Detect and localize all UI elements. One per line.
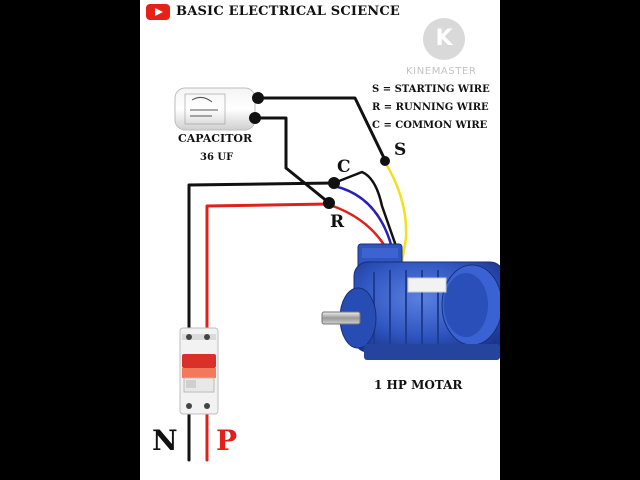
capacitor-terminal-1 (252, 92, 264, 104)
neutral-supply-wire (187, 181, 336, 462)
capacitor-rating: 36 UF (200, 152, 234, 163)
legend-running-wire: R = RUNNING WIRE (372, 102, 489, 113)
terminal-c-label: C (337, 157, 351, 177)
common-motor-wire-blue (332, 184, 394, 250)
legend-starting-wire: S = STARTING WIRE (372, 84, 490, 95)
legend-common-wire: C = COMMON WIRE (372, 120, 488, 131)
watermark-text: KINEMASTER (406, 66, 477, 77)
capacitor-to-s-wire (256, 96, 387, 162)
terminal-s-dot (380, 156, 390, 166)
breaker-handle[interactable] (182, 354, 216, 368)
phase-label: P (216, 424, 238, 457)
common-motor-wire-black (332, 170, 398, 248)
wiring-diagram-canvas: BASIC ELECTRICAL SCIENCE KINEMASTER S = … (140, 0, 500, 480)
terminal-r-dot (323, 197, 335, 209)
neutral-label: N (152, 424, 178, 457)
motor (321, 243, 500, 360)
capacitor-label: CAPACITOR (178, 132, 253, 145)
wiring-svg (174, 87, 500, 462)
youtube-play-icon (146, 4, 170, 20)
terminal-r-label: R (330, 212, 345, 232)
capacitor-terminal-2 (249, 112, 261, 124)
motor-label: 1 HP MOTAR (374, 378, 463, 392)
circuit-breaker[interactable] (179, 327, 219, 415)
capacitor (174, 87, 256, 131)
capacitor-to-r-wire (253, 116, 330, 204)
phase-supply-wire (205, 202, 330, 462)
kinemaster-logo-icon (423, 18, 465, 60)
channel-title: BASIC ELECTRICAL SCIENCE (176, 4, 401, 19)
starting-motor-wire (383, 160, 408, 264)
terminal-s-label: S (394, 140, 407, 160)
terminal-c-dot (328, 177, 340, 189)
running-motor-wire (328, 203, 388, 250)
